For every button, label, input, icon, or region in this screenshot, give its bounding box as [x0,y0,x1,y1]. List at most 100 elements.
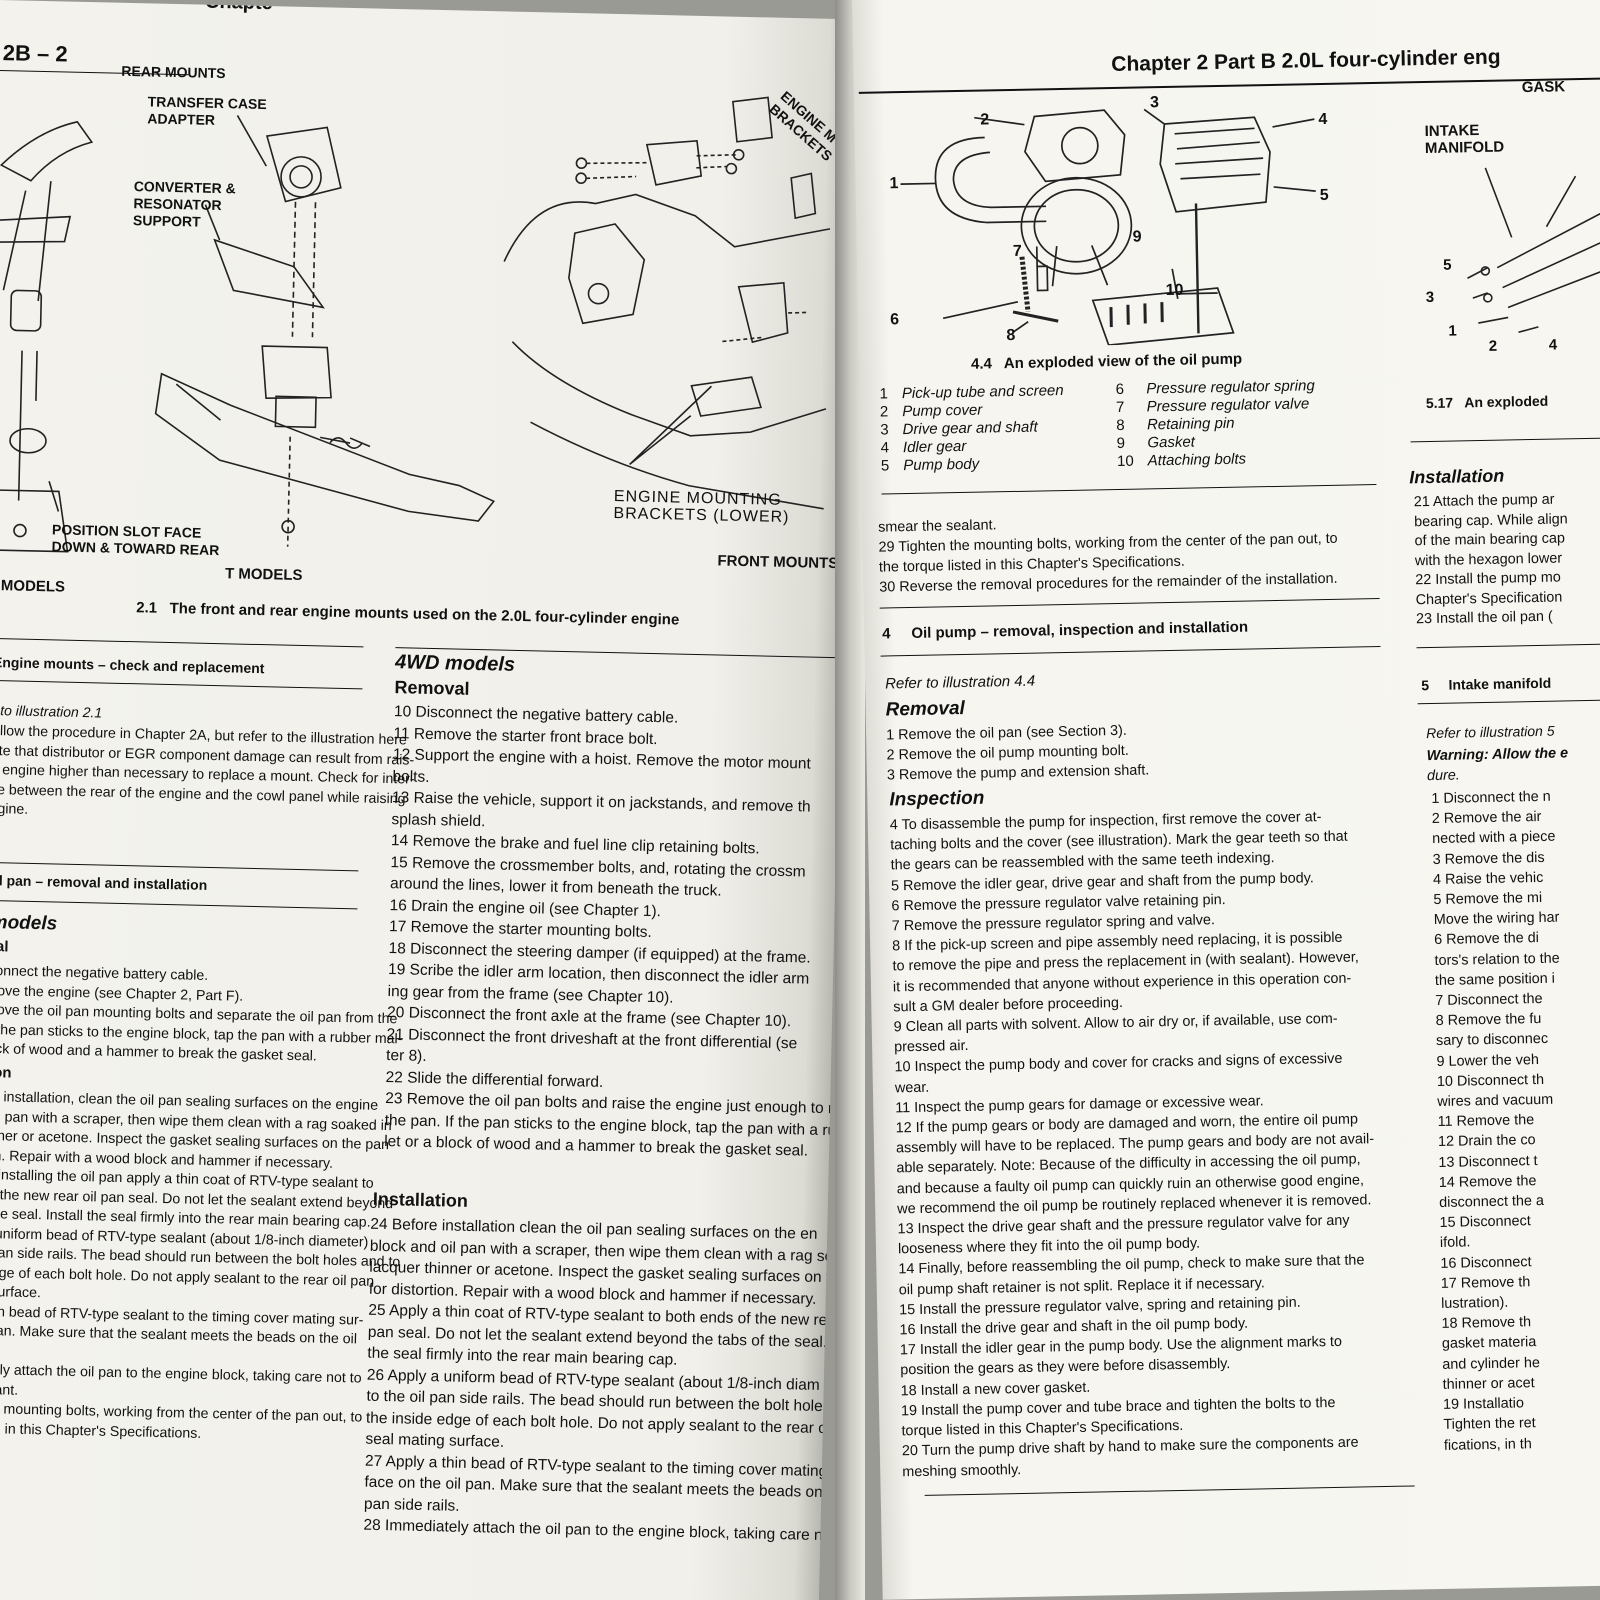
text-line: 13 Disconnect t [1438,1152,1538,1171]
callout-9: 9 [1132,228,1142,246]
sub-removal-4wd: Removal [394,677,470,699]
caption-text: An exploded [1464,392,1549,411]
sub-4wd-models: 4WD models [394,651,516,676]
callout-3: 3 [1149,94,1160,112]
engine-mounts-illustration [0,96,831,553]
section-engine-mounts-title: Engine mounts – check and replacement [0,654,265,677]
intake-manifold-illustration [1467,167,1600,334]
text-line: gasket materia [1441,1334,1537,1353]
caption-number: 5.17 [1425,394,1454,412]
running-head-right: Chapter 2 Part B 2.0L four-cylinder eng [1111,45,1501,77]
section-title: Oil pump – removal, inspection and insta… [911,618,1249,642]
section-5-heading: 5 Intake manifold [1421,675,1551,693]
text-line: 17 Remove th [1440,1274,1531,1292]
rule [1417,699,1600,705]
engine-mounts-body: Follow the procedure in Chapter 2A, but … [0,722,415,828]
legend-number: 6 [1115,380,1125,399]
legend-number: 2 [879,403,889,421]
caption-number: 4.4 [970,355,993,373]
section-title: Intake manifold [1448,674,1552,693]
legend-item: 5 Pump body [881,454,1071,476]
left-page: Chapte 2B – 2 [0,0,855,1600]
text-line: 19 Installatio [1442,1395,1525,1414]
rule [0,679,363,690]
callout-4: 4 [1318,110,1328,129]
rule [879,597,1380,609]
callout-5: 5 [1319,186,1329,205]
sub-installation-left: ation [0,1063,12,1082]
warning-text: Warning: Allow the e dure. [1426,743,1600,786]
oil-pan-installation-continued: smear the sealant.29 Tighten the mountin… [878,508,1389,598]
label-transfer-case-adapter: TRANSFER CASE ADAPTER [147,93,267,128]
legend-number: 7 [1115,398,1125,417]
rule [880,645,1381,657]
sub-inspection: Inspection [889,787,985,811]
text-line: Tighten the ret [1443,1415,1536,1434]
legend-text: Pump body [903,455,980,475]
pump-removal-body: 1 Remove the oil pan (see Section 3).2 R… [886,716,1397,786]
caption-text: An exploded view of the oil pump [1003,350,1243,373]
warning-line-2: dure. [1426,766,1460,784]
callout-8: 8 [1006,326,1016,345]
text-line: and cylinder he [1442,1354,1541,1373]
callout-7: 7 [1012,242,1022,260]
rule [924,1485,1415,1496]
caption-number: 2.1 [136,599,158,617]
label-front-mounts: FRONT MOUNTS [717,552,839,573]
legend-item: 10 Attaching bolts [1117,449,1322,471]
text-line: disconnect the a [1439,1193,1545,1212]
ref-illustration-5: Refer to illustration 5 [1426,722,1555,742]
legend-number: 5 [880,457,890,475]
sub-installation-right: Installation [1409,465,1505,488]
oil-pump-exploded-view [900,108,1316,347]
section-4-heading: 4 Oil pump – removal, inspection and ins… [882,619,1248,643]
label-converter-support: CONVERTER & RESONATOR SUPPORT [132,178,236,230]
legend-number: 4 [880,439,890,457]
callout-3-im: 3 [1425,288,1435,307]
text-line: thinner or acet [1442,1375,1535,1393]
section-oil-pan-title: Oil pan – removal and installation [0,871,208,893]
text-line: 14 Remove the [1438,1172,1537,1191]
legend-number: 1 [879,385,889,403]
page-number: 2B – 2 [2,40,68,67]
callout-1: 1 [889,175,899,193]
rule [1416,643,1600,649]
callout-10: 10 [1165,281,1184,300]
header-rule-right [858,77,1600,94]
callout-2: 2 [980,111,990,129]
label-position-slot: POSITION SLOT FACE DOWN & TOWARD REAR [51,521,220,559]
callout-6: 6 [889,311,900,329]
oil-pan-removal-body: isconnect the negative battery cable.emo… [0,962,403,1068]
rule [1410,437,1600,443]
callout-1-im: 1 [1448,322,1457,340]
text-line: 18 Remove th [1441,1314,1532,1333]
text-line: lustration). [1440,1294,1509,1313]
4wd-installation-body: 24 Before installation clean the oil pan… [363,1214,850,1547]
pump-inspection-body: 4 To disassemble the pump for inspection… [890,805,1423,1482]
legend-text: Attaching bolts [1147,450,1247,470]
right-page: Chapter 2 Part B 2.0L four-cylinder eng [852,0,1600,1600]
rule [0,861,359,872]
oil-pan-installation-body: fore installation, clean the oil pan sea… [0,1088,400,1448]
legend-number: 10 [1116,452,1134,470]
text-line: 23 Install the oil pan ( [1415,608,1553,628]
ref-illustration-2-1: er to illustration 2.1 [0,702,103,721]
sub-installation-4wd: Installation [372,1188,469,1211]
callout-4-im: 4 [1548,336,1558,354]
text-line: fications, in th [1443,1435,1532,1454]
text-line: ifold. [1439,1234,1471,1252]
section-number: 4 [882,625,891,643]
text-line: 12 Drain the co [1437,1132,1536,1151]
rule [881,484,1377,495]
figure-4-4-caption: 4.4 An exploded view of the oil pump [971,351,1242,373]
text-line: 16 Disconnect [1440,1253,1532,1272]
callout-5-im: 5 [1443,256,1452,274]
rule [0,899,358,910]
label-rear-mounts: REAR MOUNTS [121,62,226,82]
